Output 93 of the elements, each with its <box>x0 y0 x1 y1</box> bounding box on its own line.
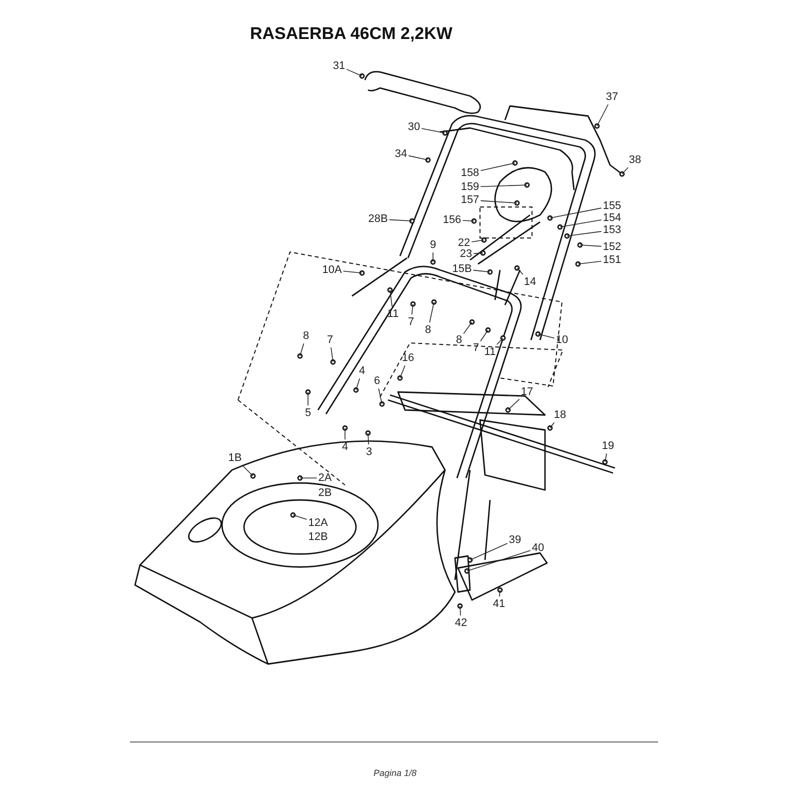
callout-number: 31 <box>332 60 346 72</box>
leader-line <box>472 270 490 272</box>
leader-line <box>550 422 555 428</box>
callout-number: 158 <box>460 167 480 179</box>
leader-line <box>480 184 528 188</box>
leader-line <box>421 128 446 134</box>
page-title: RASAERBA 46CM 2,2KW <box>250 24 452 44</box>
callout-number: 41 <box>492 598 506 610</box>
callout-number: 10 <box>556 334 568 346</box>
callout-number: 5 <box>304 407 312 419</box>
leader-line <box>473 252 484 254</box>
leader-line <box>300 343 304 356</box>
page-number: Pagina 1/8 <box>373 768 417 778</box>
leader-line <box>470 543 508 560</box>
leader-line <box>342 270 362 274</box>
leader-line <box>356 378 360 390</box>
callout-number: 23 <box>460 248 472 260</box>
callout-number: 157 <box>460 194 480 206</box>
leader-line <box>432 252 434 262</box>
leader-line <box>499 590 500 597</box>
callout-number: 8 <box>424 324 432 336</box>
leader-line <box>388 219 412 222</box>
leader-line <box>578 260 602 264</box>
leader-line <box>508 398 520 410</box>
callout-number: 4 <box>342 441 348 453</box>
callout-number: 30 <box>408 121 420 133</box>
callout-number: 14 <box>524 276 536 288</box>
callout-number: 154 <box>602 212 622 224</box>
leader-line <box>330 347 334 362</box>
callout-number: 39 <box>508 534 522 546</box>
leader-line <box>344 428 346 440</box>
callout-number: 42 <box>454 617 468 629</box>
callout-number: 38 <box>628 154 642 166</box>
callout-number: 12A <box>308 517 328 529</box>
leader-line <box>480 162 516 172</box>
leader-line <box>292 514 308 520</box>
leader-line <box>596 104 609 126</box>
leader-line <box>471 240 484 242</box>
leader-line <box>466 550 531 572</box>
leader-line <box>242 465 254 476</box>
callout-number: 152 <box>602 241 622 253</box>
callout-number: 4 <box>358 365 366 377</box>
callout-number: 12B <box>308 531 328 543</box>
leader-line <box>411 304 414 315</box>
leader-line <box>550 208 602 218</box>
leader-line <box>460 606 461 616</box>
leader-line <box>538 334 555 338</box>
callout-number: 34 <box>394 148 408 160</box>
callout-number: 18 <box>554 409 566 421</box>
callout-number: 2B <box>318 487 332 499</box>
callout-number: 6 <box>374 375 380 387</box>
leader-line <box>368 432 369 445</box>
callout-number: 19 <box>602 440 614 452</box>
callout-number: 159 <box>460 181 480 193</box>
callout-number: 16 <box>402 352 414 364</box>
leader-line <box>496 338 504 345</box>
callout-number: 17 <box>520 386 534 398</box>
leader-line <box>480 330 488 342</box>
callout-number: 40 <box>532 542 544 554</box>
callout-number: 151 <box>602 254 622 266</box>
leader-line <box>560 219 602 228</box>
leader-line <box>400 365 406 378</box>
callout-number: 11 <box>387 308 399 320</box>
callout-number: 11 <box>484 346 496 358</box>
callout-number: 37 <box>606 91 618 103</box>
callout-number: 153 <box>602 224 622 236</box>
leader-line <box>463 322 472 334</box>
callout-number: 9 <box>430 239 436 251</box>
leader-line <box>516 268 524 275</box>
callout-number: 3 <box>366 446 372 458</box>
leader-line <box>622 167 628 174</box>
callout-number: 15B <box>452 263 472 275</box>
callout-number: 2A <box>318 472 332 484</box>
leader-line <box>462 220 474 222</box>
callout-number: 155 <box>602 200 622 212</box>
callout-number: 7 <box>326 334 334 346</box>
callout-number: 10A <box>322 264 342 276</box>
leader-line <box>378 388 382 404</box>
callout-number: 156 <box>442 214 462 226</box>
leader-line <box>480 200 518 204</box>
callout-number: 28B <box>368 213 388 225</box>
leader-line <box>566 231 602 236</box>
leader-line <box>346 68 362 76</box>
callout-number: 8 <box>302 330 310 342</box>
leader-line <box>604 453 607 462</box>
callout-number: 22 <box>458 237 470 249</box>
callout-number: 7 <box>408 316 414 328</box>
leader-line <box>390 290 392 307</box>
leader-line <box>408 155 428 160</box>
callout-number: 1B <box>228 452 242 464</box>
callout-number: 8 <box>456 334 462 346</box>
leader-line <box>580 244 602 247</box>
leader-line <box>429 302 434 323</box>
